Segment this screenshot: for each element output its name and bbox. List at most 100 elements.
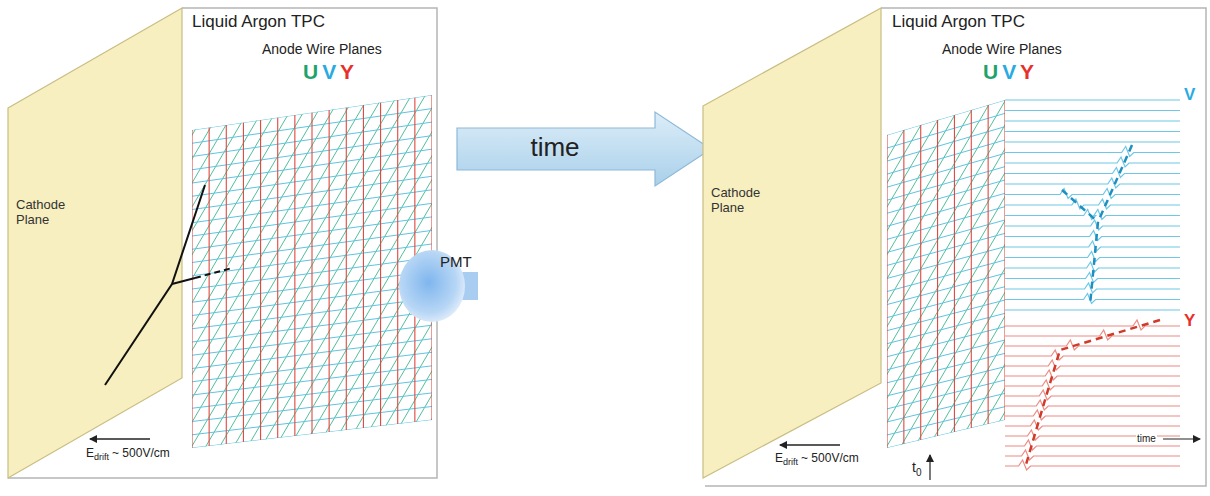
- y-waveform: [1005, 390, 1180, 400]
- y-wire: [363, 105, 364, 428]
- y-waveform: [1005, 450, 1180, 460]
- u-wire: [332, 60, 572, 470]
- v-wire: [887, 127, 1005, 161]
- v-track-projection: [1062, 190, 1098, 222]
- u-wire: [416, 60, 656, 470]
- v-wire: [887, 273, 1005, 304]
- u-wire: [495, 60, 735, 470]
- u-wire: [341, 60, 581, 470]
- v-wire: [887, 327, 1005, 357]
- y-track-projection: [1025, 320, 1160, 468]
- y-waveform: [1005, 330, 1180, 340]
- cathode-plane-label: Cathode Plane: [711, 186, 777, 216]
- u-wire: [374, 60, 614, 470]
- v-waveform: [1005, 231, 1180, 241]
- v-waveform: [1005, 294, 1180, 304]
- cathode-plane-outline: [703, 8, 881, 478]
- v-wire: [887, 393, 1005, 422]
- u-wire: [467, 60, 707, 470]
- time-axis-arrow: [1163, 438, 1200, 439]
- y-waveform: [1005, 340, 1180, 350]
- tpc-panel: Liquid Argon TPC Cathode Plane: [695, 0, 1210, 496]
- v-wire: [887, 193, 1005, 226]
- v-track-projection: [1098, 145, 1132, 222]
- waveform-plane-label: V: [1183, 86, 1196, 105]
- y-waveform: [1005, 380, 1180, 390]
- v-wire: [887, 353, 1005, 382]
- v-waveform: [1005, 131, 1180, 132]
- plane-caption: Anode Wire Planes: [262, 42, 382, 57]
- field-symbol: E: [86, 447, 94, 460]
- tpc-panel: Liquid Argon TPCCathode Plane: [0, 0, 440, 490]
- plane-letter: Y: [1020, 60, 1034, 83]
- u-wire: [388, 60, 628, 470]
- u-wire: [971, 60, 1210, 470]
- t0-subscript: 0: [916, 467, 922, 478]
- time-axis-label: time: [1136, 433, 1157, 444]
- u-wire: [346, 60, 586, 470]
- y-wire: [226, 125, 227, 444]
- y-wire: [243, 123, 244, 443]
- v-wire: [887, 313, 1005, 343]
- v-wire: [887, 140, 1005, 174]
- plane-letter: V: [1002, 60, 1016, 83]
- tpc-panel-label: Liquid Argon TPC: [192, 12, 325, 32]
- time-arrow-shape: [455, 112, 713, 186]
- v-waveform: [1005, 199, 1180, 209]
- cathode-plane-outline: [8, 8, 182, 478]
- u-wire: [355, 60, 595, 470]
- v-wire: [887, 260, 1005, 292]
- v-wire: [887, 420, 1005, 448]
- v-wire: [887, 287, 1005, 318]
- v-wire: [887, 167, 1005, 201]
- y-wire: [294, 115, 295, 436]
- v-waveform: [1005, 110, 1180, 111]
- u-wire: [1195, 60, 1210, 470]
- v-waveform: [1005, 241, 1180, 251]
- u-wire: [486, 60, 726, 470]
- u-wire: [985, 60, 1210, 470]
- track-line: [105, 185, 205, 385]
- y-waveform: [1005, 460, 1180, 470]
- u-wire: [1181, 60, 1210, 470]
- tpc-frame: [8, 8, 437, 478]
- u-wire: [318, 60, 558, 470]
- v-wire: [887, 367, 1005, 396]
- cathode-plane-shape: [8, 8, 183, 480]
- v-wire: [887, 207, 1005, 240]
- time-arrow-outline: [457, 112, 711, 186]
- u-wire: [444, 60, 684, 470]
- field-symbol: E: [775, 452, 783, 465]
- v-waveform: [1005, 147, 1180, 157]
- y-wire: [209, 128, 210, 447]
- v-waveform: [1005, 178, 1180, 188]
- u-wire: [425, 60, 665, 470]
- v-wire: [887, 380, 1005, 409]
- y-waveform: [1005, 350, 1180, 360]
- cathode-plane-shape: [703, 8, 883, 480]
- v-wire: [887, 180, 1005, 213]
- track-dashed: [195, 268, 232, 278]
- y-wire: [346, 108, 347, 431]
- pmt-label: PMT: [440, 253, 472, 270]
- pmt: PMT: [398, 248, 480, 324]
- cathode-plane: Cathode Plane: [703, 8, 883, 480]
- u-wire: [430, 60, 670, 470]
- y-wire: [329, 110, 330, 432]
- u-wire: [1209, 60, 1210, 470]
- waveforms: [1005, 100, 1180, 470]
- y-wire: [380, 103, 381, 427]
- u-wire: [411, 60, 651, 470]
- y-wire: [1004, 100, 1005, 420]
- v-waveform: [1005, 120, 1180, 121]
- t0-arrow: [929, 455, 930, 480]
- y-wire: [903, 130, 904, 444]
- tpc-panel-label: Liquid Argon TPC: [892, 12, 1025, 32]
- u-wire: [472, 60, 712, 470]
- u-wire: [369, 60, 609, 470]
- field-value: ~ 500V/cm: [112, 447, 170, 460]
- plane-letter: Y: [340, 60, 354, 83]
- y-wire: [954, 115, 955, 432]
- y-wire: [191, 130, 192, 448]
- v-waveform: [1005, 99, 1180, 100]
